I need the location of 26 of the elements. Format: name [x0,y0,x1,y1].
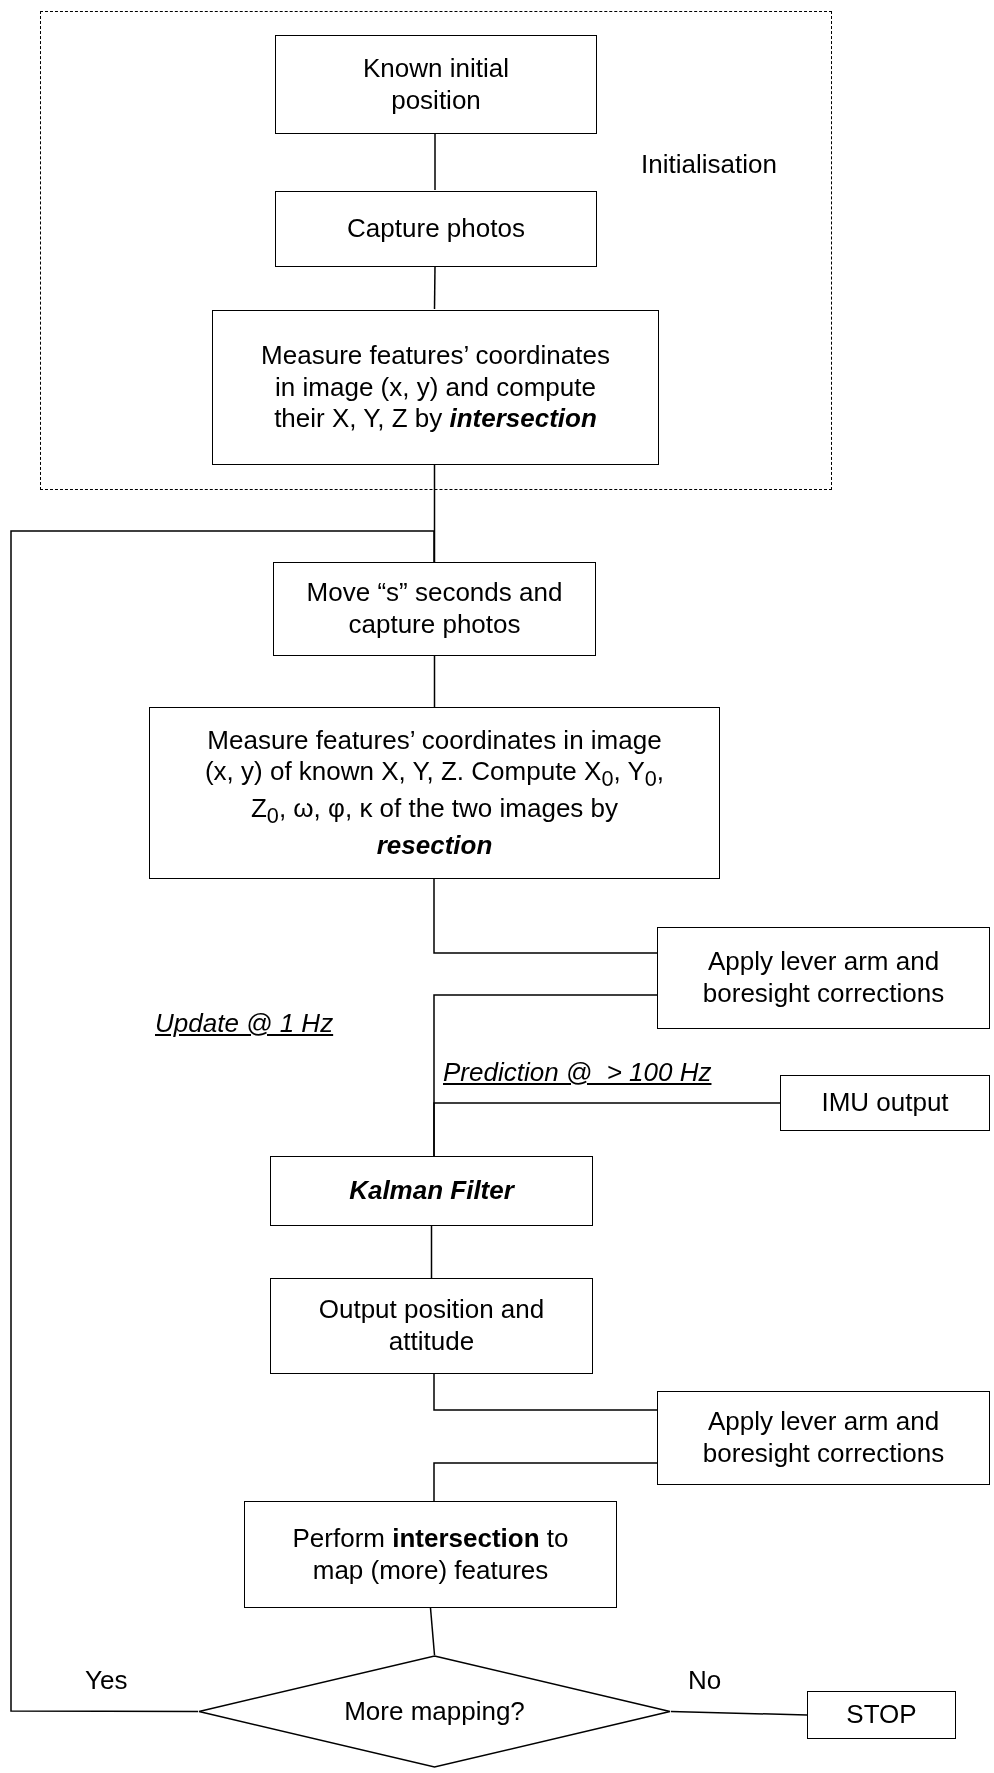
terminal-box: STOP [807,1691,956,1739]
connector-line [429,1607,436,1656]
connector-line [433,265,436,310]
process-box: Output position and attitude [270,1278,593,1374]
process-box: Perform intersection to map (more) features [244,1501,617,1608]
group-label: Initialisation [641,149,777,181]
connector-line [670,1710,808,1716]
process-box: Capture photos [275,191,597,267]
process-box: Measure features’ coordinates in image (x, y) of known X, Y, Z. Compute X$_{0}$, Y$_{0}$, Z$_{0}$, ω, φ, κ of the two images by resection [149,707,720,879]
connector-line [433,1373,658,1411]
connector-line [433,1102,781,1157]
connector-line [433,1462,658,1502]
process-box: Move “s” seconds and capture photos [273,562,596,656]
connector-line [433,878,658,954]
connector-line [433,655,436,708]
process-box: Apply lever arm and boresight corrections [657,1391,990,1485]
connector-line [434,132,436,191]
decision-diamond: More mapping? [198,1655,671,1768]
process-box: Known initial position [275,35,597,134]
process-box: Kalman Filter [270,1156,593,1226]
connector-line [430,1225,433,1279]
process-box: Measure features’ coordinates in image (x, y) and compute their X, Y, Z by intersection [212,310,659,465]
dashed-group-frame [40,11,832,490]
process-box: Apply lever arm and boresight corrections [657,927,990,1029]
connector-line [10,530,435,1713]
process-box: IMU output [780,1075,990,1131]
